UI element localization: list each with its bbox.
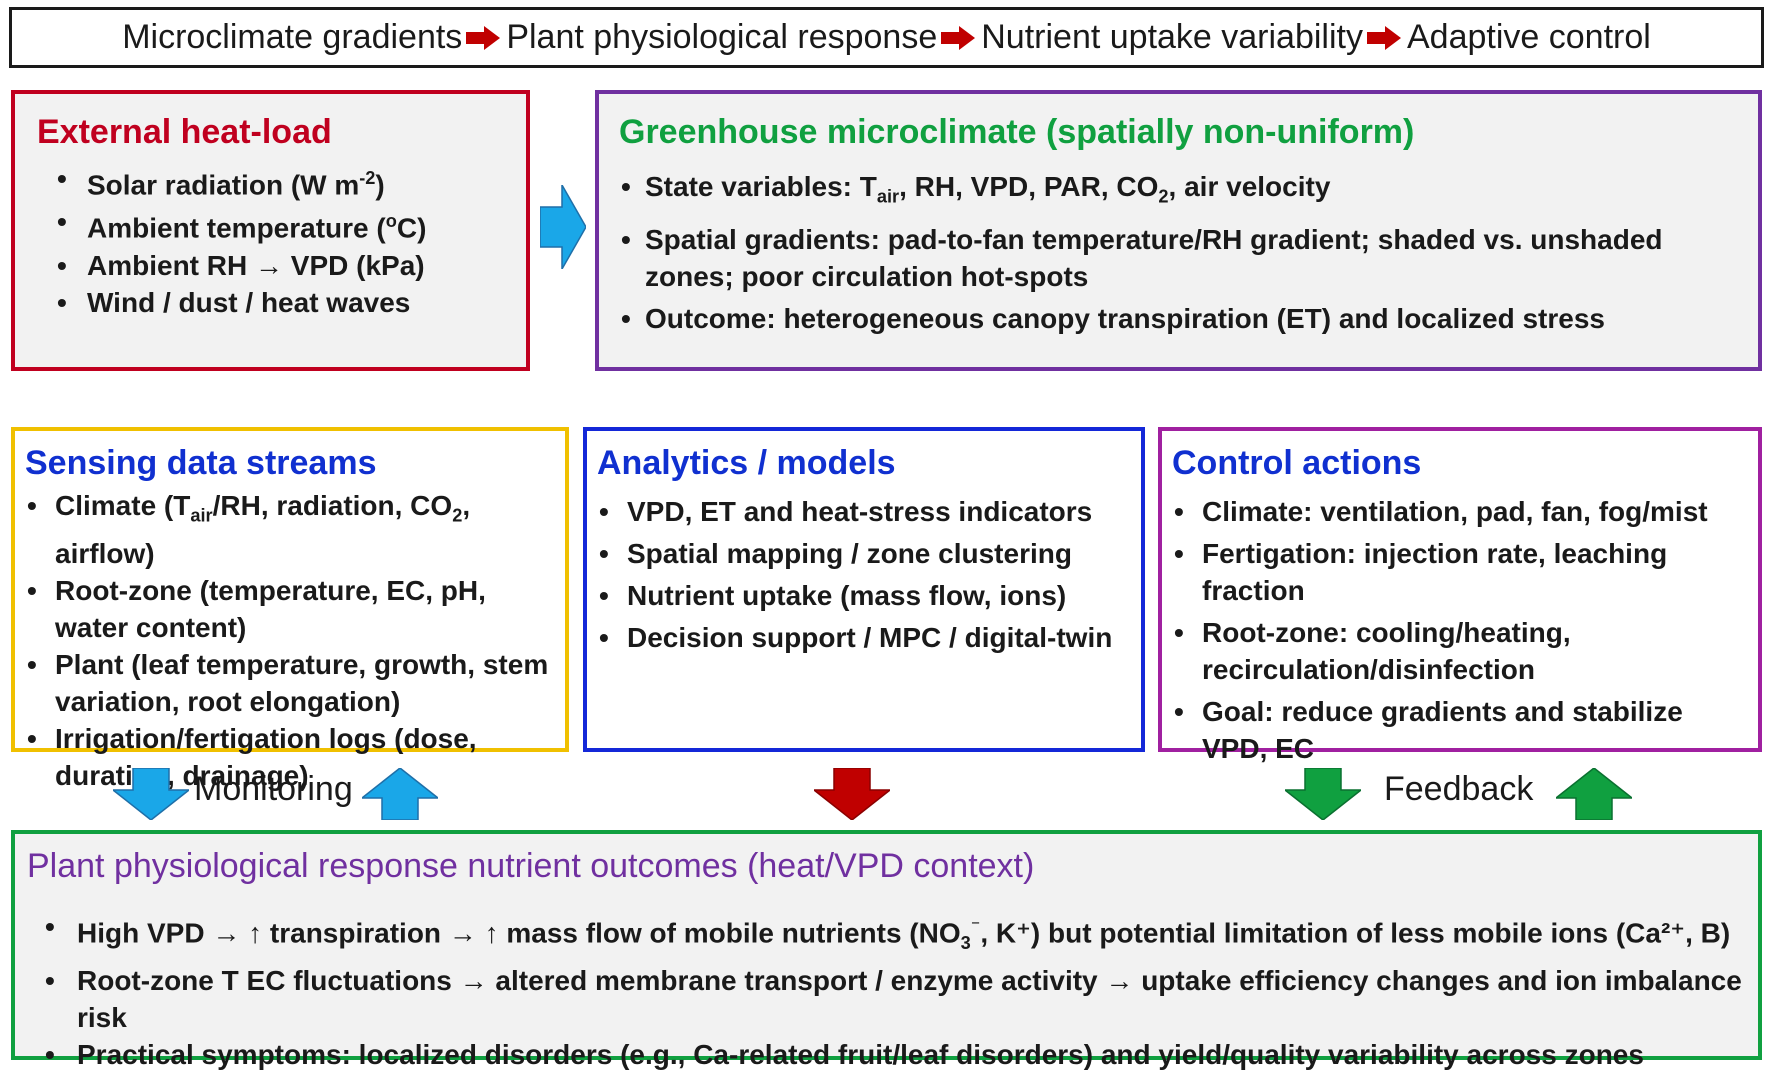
greenhouse-microclimate-title: Greenhouse microclimate (spatially non-u… (619, 113, 1415, 151)
right-arrow-icon (540, 185, 586, 269)
list-item: State variables: Tair, RH, VPD, PAR, CO2… (619, 168, 1738, 216)
list-item: Wind / dust / heat waves (37, 284, 506, 321)
outcomes-title: Plant physiological response nutrient ou… (27, 847, 1035, 885)
list-item: VPD, ET and heat-stress indicators (597, 493, 1131, 530)
control-title: Control actions (1172, 444, 1422, 482)
down-arrow-icon (814, 768, 890, 820)
feedback-label: Feedback (1384, 770, 1534, 808)
analytics-list: VPD, ET and heat-stress indicators Spati… (597, 493, 1131, 656)
list-item: Irrigation/fertigation logs (dose, durat… (25, 720, 555, 794)
list-item: Solar radiation (W m-2) (37, 160, 506, 203)
sensing-title: Sensing data streams (25, 444, 377, 482)
list-item: Climate (Tair/RH, radiation, CO2, airflo… (25, 487, 555, 572)
banner-step-3: Nutrient uptake variability (981, 18, 1363, 56)
list-item: Climate: ventilation, pad, fan, fog/mist (1172, 493, 1748, 530)
list-item: Fertigation: injection rate, leaching fr… (1172, 535, 1748, 609)
list-item: Ambient RH → VPD (kPa) (37, 247, 506, 284)
sensing-panel: Sensing data streams Climate (Tair/RH, r… (11, 427, 569, 791)
list-item: Root-zone (temperature, EC, pH, water co… (25, 572, 555, 646)
list-item: Goal: reduce gradients and stabilize VPD… (1172, 693, 1748, 767)
list-item: Outcome: heterogeneous canopy transpirat… (619, 300, 1738, 337)
greenhouse-microclimate-list: State variables: Tair, RH, VPD, PAR, CO2… (619, 168, 1738, 337)
analytics-panel: Analytics / models VPD, ET and heat-stre… (583, 427, 1145, 752)
list-item: Decision support / MPC / digital-twin (597, 619, 1131, 656)
control-list: Climate: ventilation, pad, fan, fog/mist… (1172, 493, 1748, 767)
down-arrow-icon (1285, 768, 1361, 820)
banner-arrow-icon (1367, 25, 1401, 50)
list-item: Root-zone: cooling/heating, recirculatio… (1172, 614, 1748, 688)
banner-step-1: Microclimate gradients (122, 18, 463, 56)
greenhouse-microclimate-panel: Greenhouse microclimate (spatially non-u… (595, 90, 1762, 371)
analytics-title: Analytics / models (597, 444, 896, 482)
sensing-list: Climate (Tair/RH, radiation, CO2, airflo… (25, 487, 555, 794)
list-item: Ambient temperature (oC) (37, 203, 506, 246)
banner-step-4: Adaptive control (1407, 18, 1651, 56)
monitoring-label: Monitoring (194, 770, 353, 808)
flow-banner: Microclimate gradients Plant physiologic… (9, 7, 1764, 68)
external-heat-load-title: External heat-load (37, 113, 332, 151)
list-item: High VPD → ↑ transpiration → ↑ mass flow… (27, 908, 1746, 962)
outcomes-list: High VPD → ↑ transpiration → ↑ mass flow… (27, 908, 1746, 1073)
external-heat-load-list: Solar radiation (W m-2) Ambient temperat… (37, 160, 506, 321)
up-arrow-icon (362, 768, 438, 820)
down-arrow-icon (113, 768, 189, 820)
outcomes-panel: Plant physiological response nutrient ou… (11, 830, 1762, 1073)
list-item: Nutrient uptake (mass flow, ions) (597, 577, 1131, 614)
banner-arrow-icon (941, 25, 976, 50)
list-item: Root-zone T EC fluctuations → altered me… (27, 962, 1746, 1036)
list-item: Spatial mapping / zone clustering (597, 535, 1131, 572)
banner-step-2: Plant physiological response (506, 18, 938, 56)
list-item: Practical symptoms: localized disorders … (27, 1036, 1746, 1073)
list-item: Plant (leaf temperature, growth, stem va… (25, 646, 555, 720)
external-heat-load-panel: External heat-load Solar radiation (W m-… (11, 90, 530, 371)
control-panel: Control actions Climate: ventilation, pa… (1158, 427, 1762, 764)
list-item: Spatial gradients: pad-to-fan temperatur… (619, 221, 1738, 295)
up-arrow-icon (1556, 768, 1632, 820)
banner-arrow-icon (466, 25, 501, 50)
